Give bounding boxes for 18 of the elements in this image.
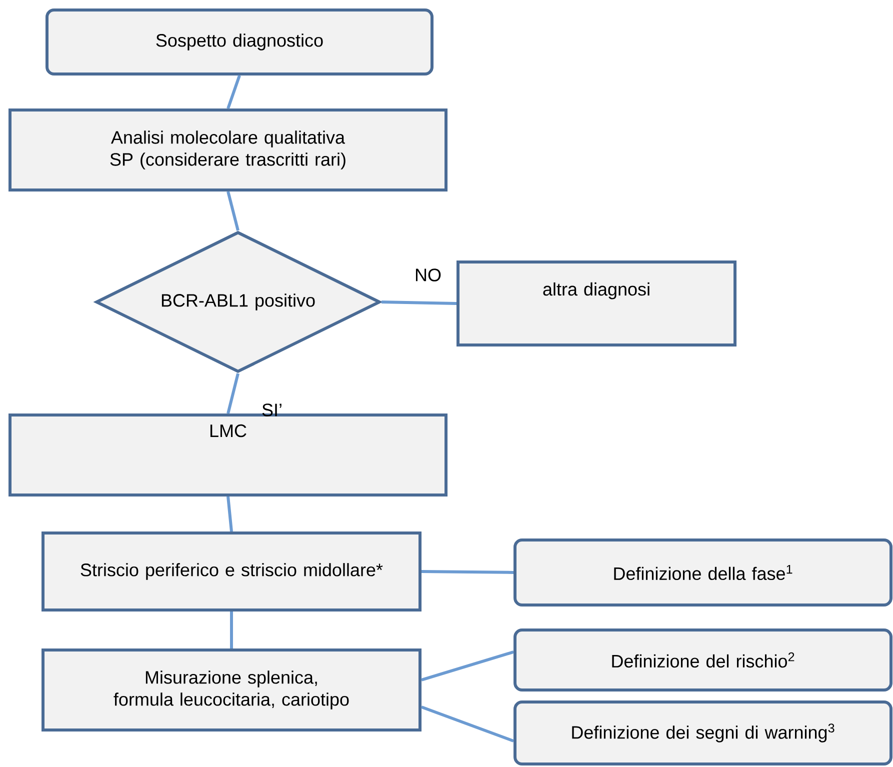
connector-line [226, 191, 240, 231]
result-box: Definizione della fase$^{1}$ [514, 538, 892, 606]
process-box: altra diagnosi [456, 260, 736, 346]
process-box: Striscio periferico e striscio midollare* [42, 531, 422, 612]
connector-line [421, 650, 514, 682]
start-box: Sospetto diagnostico [46, 8, 434, 76]
connector-line [230, 611, 233, 648]
process-box: Misurazione splenica, formula leucocitaria, cariotipo [42, 648, 422, 732]
connector-line [420, 706, 514, 742]
result-box: Definizione dei segni di warning$^{3}$ [514, 700, 892, 766]
connector-line [226, 373, 240, 414]
connector-line [421, 570, 514, 574]
connector-line [226, 75, 241, 109]
process-box: Analisi molecolare qualitativa SP (considerare trascritti rari) [8, 108, 448, 192]
connector-line [381, 300, 457, 305]
result-box: Definizione del rischio$^{2}$ [514, 628, 892, 692]
connector-line [226, 496, 233, 532]
edge-label: NO [416, 268, 441, 282]
